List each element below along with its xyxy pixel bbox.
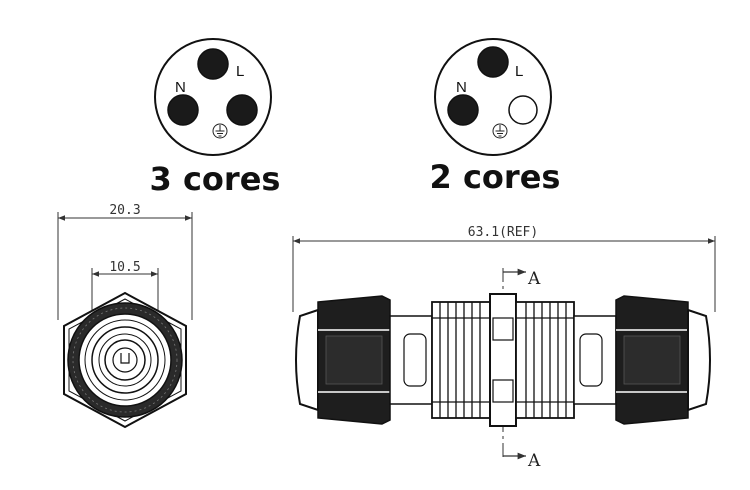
socket-face-outline — [154, 38, 272, 156]
ground-symbol-icon — [212, 123, 228, 139]
left-end-cap — [295, 308, 319, 412]
pin-neutral — [447, 94, 479, 126]
pinout-2-cores: L N 2 cores — [430, 38, 561, 196]
right-end-cap — [687, 308, 711, 412]
front-view: 20.3 10.5 — [57, 203, 193, 429]
core-title-2: 2 cores — [430, 158, 561, 196]
side-view: 63.1(REF) A A — [292, 225, 716, 471]
pin-empty — [508, 95, 538, 125]
pin-label-l: L — [515, 63, 523, 80]
pin-ground-third — [226, 94, 258, 126]
section-label-bottom: A — [527, 451, 541, 471]
dim-inner-diameter: 10.5 — [109, 260, 140, 275]
pin-label-n: N — [175, 79, 186, 96]
pinout-3-cores: L N 3 cores — [150, 38, 281, 198]
pin-live — [197, 48, 229, 80]
pin-live — [477, 46, 509, 78]
dim-outer-diameter: 20.3 — [109, 203, 140, 218]
pin-neutral — [167, 94, 199, 126]
pin-label-l: L — [236, 63, 244, 80]
core-title-3: 3 cores — [150, 160, 281, 198]
left-coupling-ring — [431, 301, 491, 419]
right-coupling-ring — [515, 301, 575, 419]
pin-label-n: N — [456, 79, 467, 96]
dim-overall-length: 63.1(REF) — [468, 225, 538, 240]
center-flange — [489, 293, 517, 427]
ground-symbol-icon — [492, 123, 508, 139]
socket-face-outline — [434, 38, 552, 156]
section-label-top: A — [527, 269, 541, 289]
